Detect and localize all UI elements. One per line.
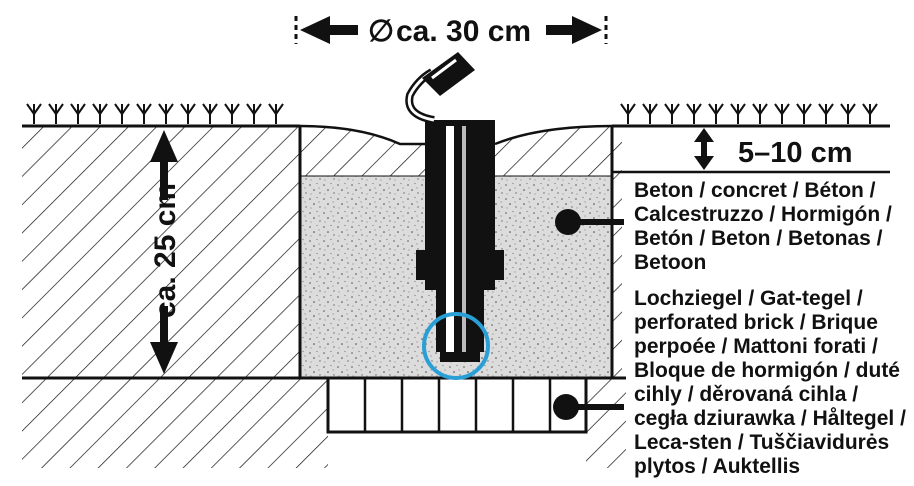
concrete-leader [555, 209, 624, 235]
concrete-label: Beton / concret / Béton / Calcestruzzo /… [634, 179, 898, 274]
grass-tuft [268, 103, 284, 124]
grass-tuft [136, 103, 152, 124]
grass-tuft [796, 103, 812, 124]
grass-tuft [686, 103, 702, 124]
hole-top-curve-right [494, 124, 613, 146]
grass-tuft [840, 103, 856, 124]
depth-dimension: ca. 25 cm [149, 130, 182, 374]
grass-tuft [620, 103, 636, 124]
grass-tuft [26, 103, 42, 124]
grass-tuft [224, 103, 240, 124]
grass-tuft [730, 103, 746, 124]
grass-tuft [818, 103, 834, 124]
soil-right [612, 126, 622, 378]
top-soil-band [300, 126, 425, 176]
grass-tuft [48, 103, 64, 124]
detail-highlight-circle [422, 312, 490, 380]
grass-tuft [70, 103, 86, 124]
diameter-symbol: ∅ [368, 15, 394, 48]
grass-tuft [92, 103, 108, 124]
grass-right [620, 103, 878, 124]
soil-bottom-left [22, 378, 328, 468]
grass-tuft [752, 103, 768, 124]
grass-tuft [774, 103, 790, 124]
grass-tuft [642, 103, 658, 124]
grass-tuft [664, 103, 680, 124]
grass-tuft [708, 103, 724, 124]
diameter-label: ca. 30 cm [396, 15, 531, 48]
grass-tuft [158, 103, 174, 124]
grass-tuft [862, 103, 878, 124]
gravel-layer-dimension: 5–10 cm [694, 128, 853, 170]
grass-tuft [114, 103, 130, 124]
perforated-bricks [326, 376, 588, 434]
top-soil-band-right [495, 126, 612, 176]
grass-left [26, 103, 284, 124]
gravel-layer-label: 5–10 cm [738, 137, 853, 169]
grass-tuft [246, 103, 262, 124]
diameter-dimension: ∅ ca. 30 cm [294, 15, 608, 48]
brick-leader [553, 394, 624, 420]
hole-top-curve [299, 124, 425, 146]
soil-bottom-right [586, 378, 626, 468]
brick-label: Lochziegel / Gat-tegel / perforated bric… [634, 287, 912, 478]
depth-label: ca. 25 cm [149, 183, 182, 318]
power-cable [405, 52, 475, 124]
grass-tuft [202, 103, 218, 124]
grass-tuft [180, 103, 196, 124]
